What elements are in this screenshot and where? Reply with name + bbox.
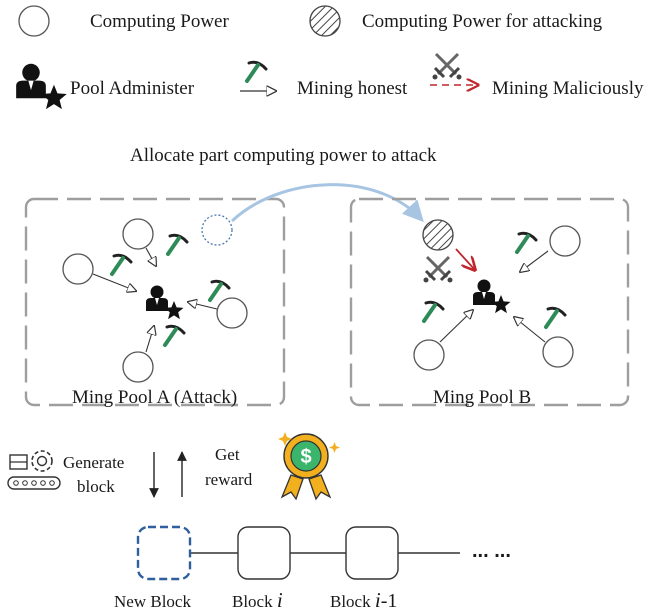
generate-label-line2: block	[77, 477, 115, 496]
pickaxe-icon	[163, 324, 186, 347]
malicious-arrow	[455, 248, 475, 270]
hatched-circle-legend-icon	[309, 5, 341, 37]
chain-ellipsis: ... ...	[472, 540, 511, 562]
pickaxe-icon	[208, 279, 231, 302]
legend-computing-power: Computing Power	[90, 11, 229, 32]
pool-a-label: Ming Pool A (Attack)	[72, 387, 237, 408]
computing-power-legend-icon	[18, 5, 50, 37]
pickaxe-legend-icon	[240, 60, 276, 91]
new-block	[136, 525, 192, 581]
pickaxe-icon	[110, 253, 133, 276]
medal-icon	[278, 432, 340, 501]
attack-transfer-arrow	[230, 183, 424, 223]
computing-power-circle	[549, 225, 581, 257]
pool-b-box	[349, 197, 630, 407]
legend-mining-maliciously: Mining Maliciously	[492, 78, 644, 99]
reward-dollar-sign: $	[300, 446, 311, 468]
block-i	[237, 526, 291, 580]
admin-icon	[473, 279, 511, 314]
attack-label: Allocate part computing power to attack	[130, 145, 437, 166]
reward-label-line1: Get	[215, 445, 240, 464]
block-i-1-label: Block i-1	[330, 588, 397, 612]
computing-power-circle	[62, 253, 94, 285]
computing-power-circle	[216, 297, 248, 329]
computing-power-circle	[122, 218, 154, 250]
computing-power-circle	[542, 336, 574, 368]
crossed-swords-icon	[422, 255, 454, 284]
new-block-label: New Block	[114, 592, 191, 611]
pickaxe-icon	[544, 306, 567, 329]
pickaxe-icon	[422, 300, 445, 323]
allocated-power-circle	[201, 214, 233, 246]
block-i-1	[345, 526, 399, 580]
reward-label-line2: reward	[205, 470, 253, 489]
crossed-swords-legend-icon	[430, 52, 478, 85]
pool-a-box	[24, 197, 286, 407]
pickaxe-icon	[515, 231, 538, 254]
pickaxe-icon	[166, 233, 189, 256]
computing-power-circle	[413, 339, 445, 371]
attacking-power-circle	[422, 219, 454, 251]
computing-power-circle	[122, 351, 154, 383]
legend-mining-honest: Mining honest	[297, 78, 408, 99]
factory-gear-icon	[7, 450, 61, 490]
pool-b	[413, 219, 581, 371]
block-i-label: Block i	[232, 588, 283, 612]
legend-computing-power-attacking: Computing Power for attacking	[362, 11, 603, 32]
admin-legend-icon	[16, 63, 67, 110]
generate-label-line1: Generate	[63, 453, 124, 472]
legend-pool-administer: Pool Administer	[70, 78, 195, 99]
admin-icon	[146, 285, 184, 320]
pool-a	[62, 214, 248, 383]
pool-b-label: Ming Pool B	[433, 387, 531, 408]
